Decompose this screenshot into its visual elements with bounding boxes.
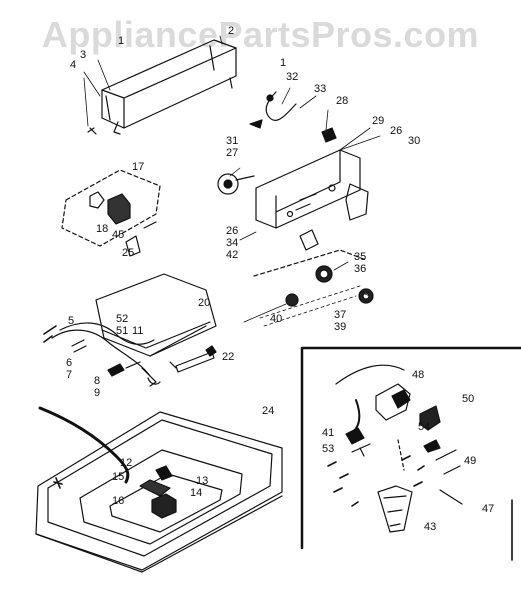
callout-40: 40 (270, 313, 282, 325)
callout-43: 43 (424, 521, 436, 533)
timer-bracket (253, 149, 369, 277)
callout-33: 33 (314, 83, 326, 95)
callout-47: 47 (482, 503, 494, 515)
terminal-connectors (71, 339, 141, 377)
switch-assembly-harness (249, 91, 337, 143)
callout-8: 8 (94, 375, 100, 387)
callout-30: 30 (408, 135, 420, 147)
callout-26b: 26 (226, 225, 238, 237)
callout-49: 49 (464, 455, 476, 467)
callout-54: 54 (418, 421, 430, 433)
top-cover (95, 273, 217, 373)
callout-15: 15 (112, 471, 124, 483)
callout-52: 52 (116, 313, 128, 325)
callout-39: 39 (334, 321, 346, 333)
callout-20: 20 (198, 297, 210, 309)
callout-6: 6 (66, 357, 72, 369)
callout-18: 18 (96, 223, 108, 235)
leader-lines-top (83, 35, 223, 127)
drain-cord (38, 406, 130, 484)
callout-16: 16 (112, 495, 124, 507)
drive-mechanism-parts (327, 364, 463, 533)
wire-harness (43, 322, 161, 387)
callout-2: 2 (228, 25, 234, 37)
callout-26a: 26 (390, 125, 402, 137)
callout-27: 27 (226, 147, 238, 159)
callout-3: 3 (80, 49, 86, 61)
callout-53: 53 (322, 443, 334, 455)
callout-32: 32 (286, 71, 298, 83)
callout-36: 36 (354, 263, 366, 275)
callout-50: 50 (462, 393, 474, 405)
screw-22 (205, 345, 217, 357)
callout-13: 13 (196, 475, 208, 487)
callout-1b: 1 (280, 57, 286, 69)
callout-22: 22 (222, 351, 234, 363)
callout-31: 31 (226, 135, 238, 147)
callout-4: 4 (70, 59, 76, 71)
callout-5: 5 (68, 315, 74, 327)
callout-29: 29 (372, 115, 384, 127)
timer-knob (217, 173, 255, 195)
callout-41: 41 (322, 427, 334, 439)
callout-11: 11 (132, 325, 143, 337)
callout-35: 35 (354, 251, 366, 263)
control-panel-backsplash (101, 39, 237, 135)
drive-mechanism-inset-frame (300, 346, 521, 550)
motor-bracket-assembly (61, 169, 161, 257)
callout-42: 42 (226, 249, 238, 261)
callout-24: 24 (262, 405, 274, 417)
screw-4 (87, 127, 97, 135)
callout-9: 9 (94, 387, 100, 399)
callout-45: 45 (112, 229, 124, 241)
callout-7: 7 (66, 369, 72, 381)
callout-labels: 1 2 3 4 1 32 33 28 29 26 30 31 27 17 18 … (66, 25, 494, 533)
cabinet-base (35, 411, 283, 573)
callout-34: 34 (226, 237, 238, 249)
callout-48: 48 (412, 369, 424, 381)
callout-1: 1 (118, 35, 124, 47)
leader-lines-right (229, 87, 381, 323)
callout-12: 12 (120, 457, 132, 469)
callout-28: 28 (336, 95, 348, 107)
callout-37: 37 (334, 309, 346, 321)
selector-knobs (259, 265, 374, 327)
callout-17: 17 (132, 161, 144, 173)
callout-51: 51 (116, 325, 128, 337)
callout-25: 25 (122, 247, 134, 259)
callout-14: 14 (190, 487, 202, 499)
